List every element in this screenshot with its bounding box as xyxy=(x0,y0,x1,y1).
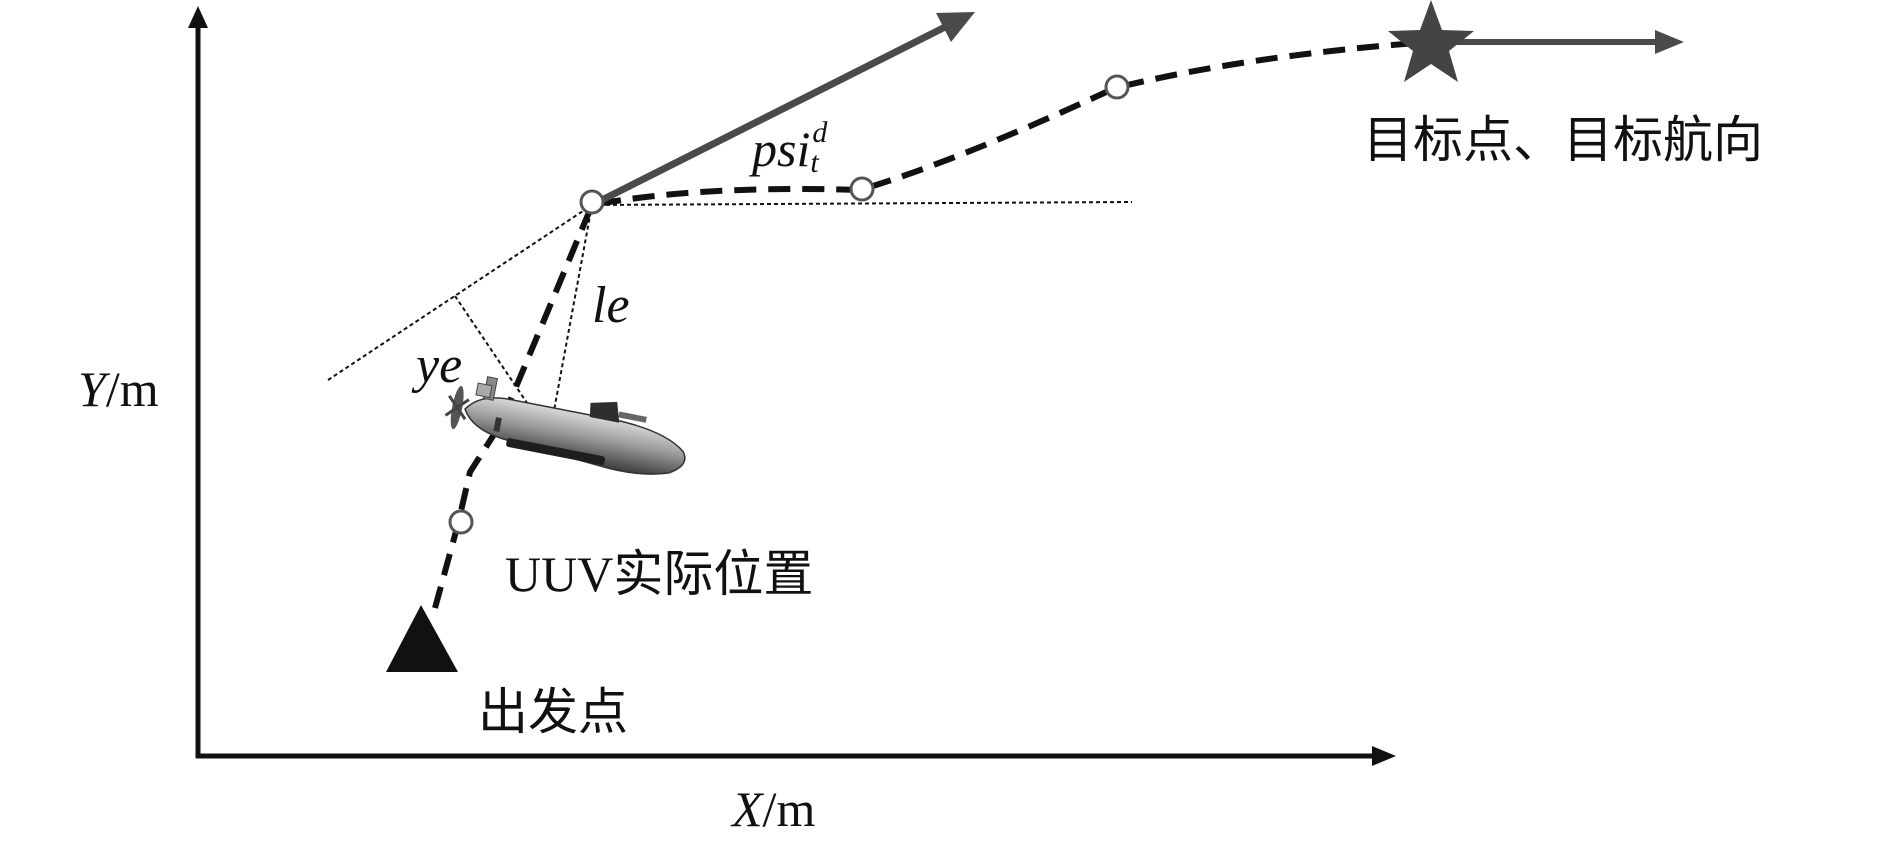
circle-icon xyxy=(448,509,474,535)
target-label: 目标点、目标航向 xyxy=(1363,111,1763,169)
reference-lines xyxy=(327,201,1133,444)
x-axis-variable: X xyxy=(732,781,763,837)
y-axis-unit: /m xyxy=(105,361,159,417)
y-axis-variable: Y xyxy=(78,361,106,417)
x-axis-unit: /m xyxy=(762,781,816,837)
psi-base: psi xyxy=(752,121,811,177)
circle-icon xyxy=(849,176,875,202)
horizontal-reference-line xyxy=(591,201,1133,206)
submarine-icon xyxy=(444,376,686,475)
psi-subscript: t xyxy=(810,146,819,179)
y-axis xyxy=(188,6,208,758)
circle-icon xyxy=(579,189,605,215)
ye-label: ye xyxy=(416,337,463,394)
start-point-label: 出发点 xyxy=(478,683,628,741)
star-icon xyxy=(1388,0,1474,82)
waypoints xyxy=(448,74,1130,535)
le-label: le xyxy=(592,277,630,334)
ye-perpendicular xyxy=(454,295,553,441)
psi-superscript: d xyxy=(812,116,828,149)
le-line xyxy=(547,204,593,444)
y-axis-label: Y/m xyxy=(78,360,159,418)
x-axis xyxy=(196,746,1396,766)
target-heading-arrow xyxy=(1425,30,1684,54)
triangle-icon xyxy=(386,605,458,672)
planned-path xyxy=(432,39,1431,609)
desired-heading-arrow xyxy=(590,12,975,209)
uuv-position-label: UUV实际位置 xyxy=(505,546,814,602)
x-axis-label: X/m xyxy=(732,780,815,838)
los-line xyxy=(327,204,593,381)
circle-icon xyxy=(1104,74,1130,100)
